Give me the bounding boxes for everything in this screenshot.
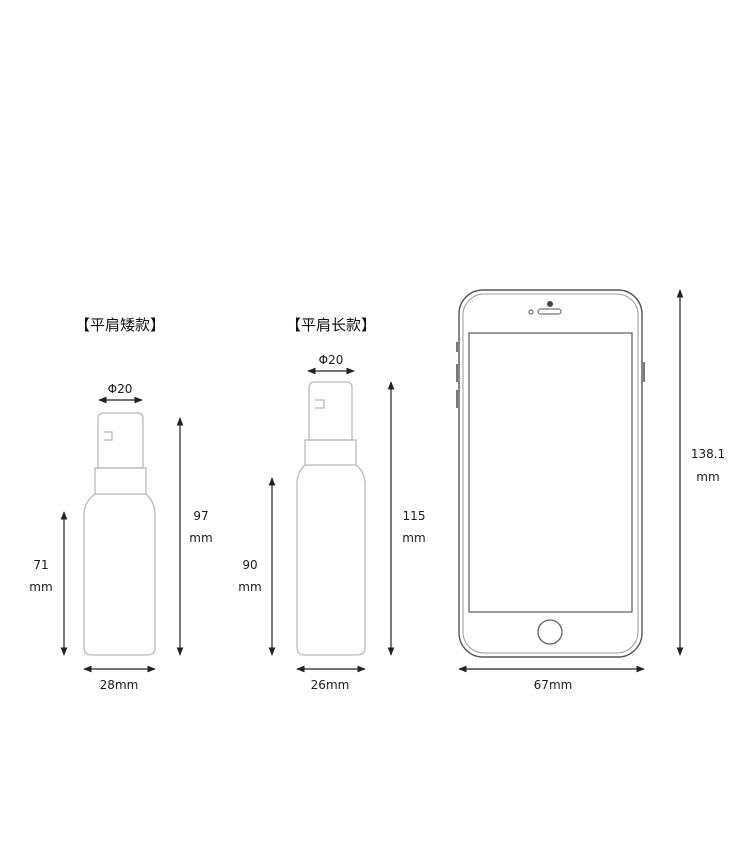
long-bottle-title: 【平肩长款】 — [285, 316, 377, 334]
long-bottle-dimensions — [268, 367, 395, 673]
long-bottle-nozzle — [315, 399, 325, 409]
phone-earpiece — [537, 308, 562, 315]
phone-sensor — [528, 309, 534, 315]
long-total-height-unit: mm — [402, 531, 426, 545]
phone-height-unit: mm — [696, 470, 720, 484]
short-bottle-body — [83, 493, 156, 656]
short-cap-diameter-label: Φ20 — [107, 382, 133, 396]
long-body-height-value: 90 — [242, 558, 258, 572]
phone-screen — [468, 332, 633, 613]
phone-camera — [547, 301, 553, 307]
short-body-height-value: 71 — [33, 558, 49, 572]
phone-drawing — [456, 289, 645, 658]
phone-dimensions — [458, 289, 684, 673]
short-total-height-unit: mm — [189, 531, 213, 545]
long-bottle-cap — [308, 381, 353, 441]
short-bottle-drawing — [83, 412, 156, 656]
short-bottle-dimensions — [60, 396, 184, 673]
phone-width-label: 67mm — [533, 678, 573, 692]
phone-height-value: 138.1 — [690, 447, 726, 461]
phone-body-outer — [458, 289, 643, 658]
long-bottle-drawing — [296, 381, 366, 656]
short-bottle-title: 【平肩矮款】 — [74, 316, 166, 334]
phone-body-inner — [462, 293, 639, 654]
short-width-label: 28mm — [99, 678, 139, 692]
long-cap-diameter-label: Φ20 — [318, 353, 344, 367]
short-bottle-collar — [94, 467, 147, 495]
short-bottle-cap — [97, 412, 144, 469]
long-bottle-body — [296, 464, 366, 656]
short-total-height-value: 97 — [193, 509, 209, 523]
long-body-height-unit: mm — [238, 580, 262, 594]
long-width-label: 26mm — [310, 678, 350, 692]
long-total-height-value: 115 — [402, 509, 426, 523]
long-bottle-collar — [304, 439, 357, 466]
phone-home-button — [537, 619, 563, 645]
short-body-height-unit: mm — [29, 580, 53, 594]
short-bottle-nozzle — [104, 431, 113, 441]
